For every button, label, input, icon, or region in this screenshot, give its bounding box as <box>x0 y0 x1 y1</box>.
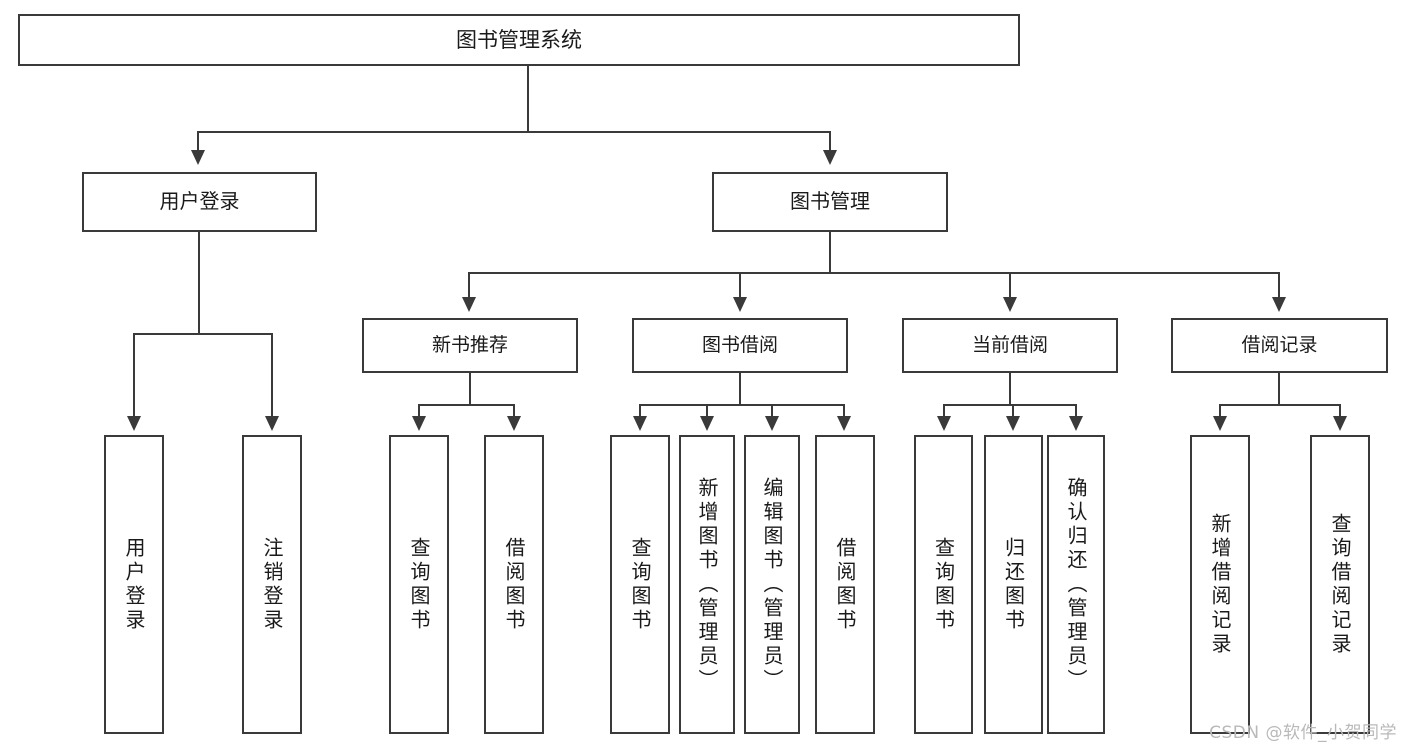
connector-root-bus <box>197 131 831 133</box>
arrowhead-to-borrow-record <box>1272 297 1286 312</box>
connector-userlogin-drop-1 <box>133 333 135 417</box>
connector-borrowrecord-drop-1 <box>1219 404 1221 417</box>
node-label: 图书管理系统 <box>456 27 582 52</box>
arrowhead-bookborrow-leaf-1 <box>633 416 647 431</box>
connector-newbook-stem <box>469 373 471 406</box>
connector-root-drop-left <box>197 131 199 151</box>
arrowhead-bookborrow-leaf-3 <box>765 416 779 431</box>
connector-newbook-bus <box>418 404 515 406</box>
leaf-query-book-current[interactable]: 查询图书 <box>914 435 973 734</box>
leaf-return-book[interactable]: 归还图书 <box>984 435 1043 734</box>
connector-borrowrecord-bus <box>1219 404 1341 406</box>
node-root-system[interactable]: 图书管理系统 <box>18 14 1020 66</box>
node-label: 新书推荐 <box>431 334 508 357</box>
leaf-label: 编辑图书（管理员） <box>760 476 784 693</box>
arrowhead-to-book-borrow <box>733 297 747 312</box>
node-label: 用户登录 <box>159 189 240 214</box>
arrowhead-currentborrow-leaf-2 <box>1006 416 1020 431</box>
connector-bookborrow-stem <box>739 373 741 406</box>
connector-currentborrow-stem <box>1009 373 1011 406</box>
arrowhead-newbook-leaf-1 <box>412 416 426 431</box>
leaf-label: 借阅图书 <box>833 536 857 633</box>
leaf-label: 查询图书 <box>407 536 431 633</box>
leaf-edit-book-admin[interactable]: 编辑图书（管理员） <box>744 435 800 734</box>
leaf-label: 注销登录 <box>260 536 284 633</box>
leaf-label: 确认归还（管理员） <box>1064 476 1088 693</box>
connector-currentborrow-bus <box>943 404 1077 406</box>
connector-bookmgmt-drop-2 <box>739 272 741 298</box>
leaf-query-book-newbook[interactable]: 查询图书 <box>389 435 449 734</box>
leaf-label: 查询图书 <box>628 536 652 633</box>
leaf-add-borrow-record[interactable]: 新增借阅记录 <box>1190 435 1250 734</box>
connector-root-drop-right <box>829 131 831 151</box>
connector-bookborrow-drop-1 <box>639 404 641 417</box>
connector-borrowrecord-stem <box>1278 373 1280 406</box>
node-book-management[interactable]: 图书管理 <box>712 172 948 232</box>
arrowhead-user-login-leaf-2 <box>265 416 279 431</box>
arrowhead-to-book-manage <box>823 150 837 165</box>
arrowhead-borrowrecord-leaf-1 <box>1213 416 1227 431</box>
leaf-label: 查询借阅记录 <box>1328 512 1352 657</box>
leaf-label: 新增图书（管理员） <box>695 476 719 693</box>
connector-bookborrow-drop-4 <box>843 404 845 417</box>
arrowhead-to-user-login <box>191 150 205 165</box>
connector-bookmgmt-stem <box>829 232 831 274</box>
connector-bookmgmt-drop-1 <box>468 272 470 298</box>
leaf-label: 用户登录 <box>122 536 146 633</box>
node-label: 图书管理 <box>790 189 870 214</box>
connector-newbook-drop-1 <box>418 404 420 417</box>
connector-currentborrow-drop-1 <box>943 404 945 417</box>
connector-root-stem <box>527 66 529 133</box>
arrowhead-bookborrow-leaf-4 <box>837 416 851 431</box>
node-label: 图书借阅 <box>701 334 778 357</box>
leaf-label: 借阅图书 <box>502 536 526 633</box>
arrowhead-borrowrecord-leaf-2 <box>1333 416 1347 431</box>
leaf-label: 归还图书 <box>1001 536 1026 633</box>
leaf-user-login[interactable]: 用户登录 <box>104 435 164 734</box>
connector-userlogin-bus <box>133 333 273 335</box>
leaf-add-book-admin[interactable]: 新增图书（管理员） <box>679 435 735 734</box>
leaf-confirm-return-admin[interactable]: 确认归还（管理员） <box>1047 435 1105 734</box>
arrowhead-currentborrow-leaf-3 <box>1069 416 1083 431</box>
connector-newbook-drop-2 <box>513 404 515 417</box>
arrowhead-bookborrow-leaf-2 <box>700 416 714 431</box>
connector-bookborrow-drop-3 <box>771 404 773 417</box>
leaf-borrow-book[interactable]: 借阅图书 <box>815 435 875 734</box>
leaf-borrow-book-newbook[interactable]: 借阅图书 <box>484 435 544 734</box>
connector-currentborrow-drop-3 <box>1075 404 1077 417</box>
leaf-label: 新增借阅记录 <box>1208 512 1232 657</box>
arrowhead-to-new-book <box>462 297 476 312</box>
node-borrow-record[interactable]: 借阅记录 <box>1171 318 1388 373</box>
arrowhead-user-login-leaf-1 <box>127 416 141 431</box>
arrowhead-to-current-borrow <box>1003 297 1017 312</box>
leaf-logout[interactable]: 注销登录 <box>242 435 302 734</box>
connector-bookmgmt-drop-3 <box>1009 272 1011 298</box>
node-book-borrow[interactable]: 图书借阅 <box>632 318 848 373</box>
arrowhead-newbook-leaf-2 <box>507 416 521 431</box>
node-current-borrow[interactable]: 当前借阅 <box>902 318 1118 373</box>
connector-currentborrow-drop-2 <box>1012 404 1014 417</box>
node-label: 当前借阅 <box>971 334 1048 357</box>
csdn-watermark: CSDN @软件_小贺同学 <box>1209 723 1397 743</box>
connector-userlogin-drop-2 <box>271 333 273 417</box>
connector-borrowrecord-drop-2 <box>1339 404 1341 417</box>
connector-bookmgmt-drop-4 <box>1278 272 1280 298</box>
node-new-book-recommend[interactable]: 新书推荐 <box>362 318 578 373</box>
node-user-login[interactable]: 用户登录 <box>82 172 317 232</box>
connector-bookmgmt-bus <box>468 272 1280 274</box>
connector-bookborrow-drop-2 <box>706 404 708 417</box>
node-label: 借阅记录 <box>1241 334 1318 357</box>
leaf-query-borrow-record[interactable]: 查询借阅记录 <box>1310 435 1370 734</box>
connector-bookborrow-bus <box>639 404 845 406</box>
leaf-label: 查询图书 <box>931 536 956 633</box>
leaf-query-book-borrow[interactable]: 查询图书 <box>610 435 670 734</box>
connector-userlogin-stem <box>198 232 200 335</box>
arrowhead-currentborrow-leaf-1 <box>937 416 951 431</box>
